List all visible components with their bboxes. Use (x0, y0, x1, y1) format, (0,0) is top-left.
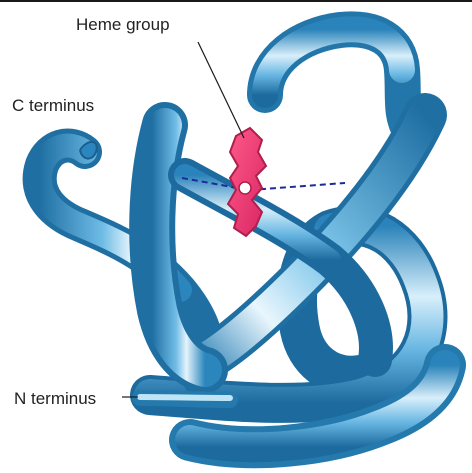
n-terminus-label: N terminus (14, 390, 96, 407)
c-terminus-label: C terminus (12, 97, 94, 114)
helix-segment-upper-frame-highlight (265, 29, 402, 95)
helix-segment-n-tail-highlight (140, 397, 230, 398)
heme-group-label: Heme group (76, 16, 170, 33)
heme-label-leader (198, 42, 244, 138)
bond-line-right (250, 183, 345, 190)
